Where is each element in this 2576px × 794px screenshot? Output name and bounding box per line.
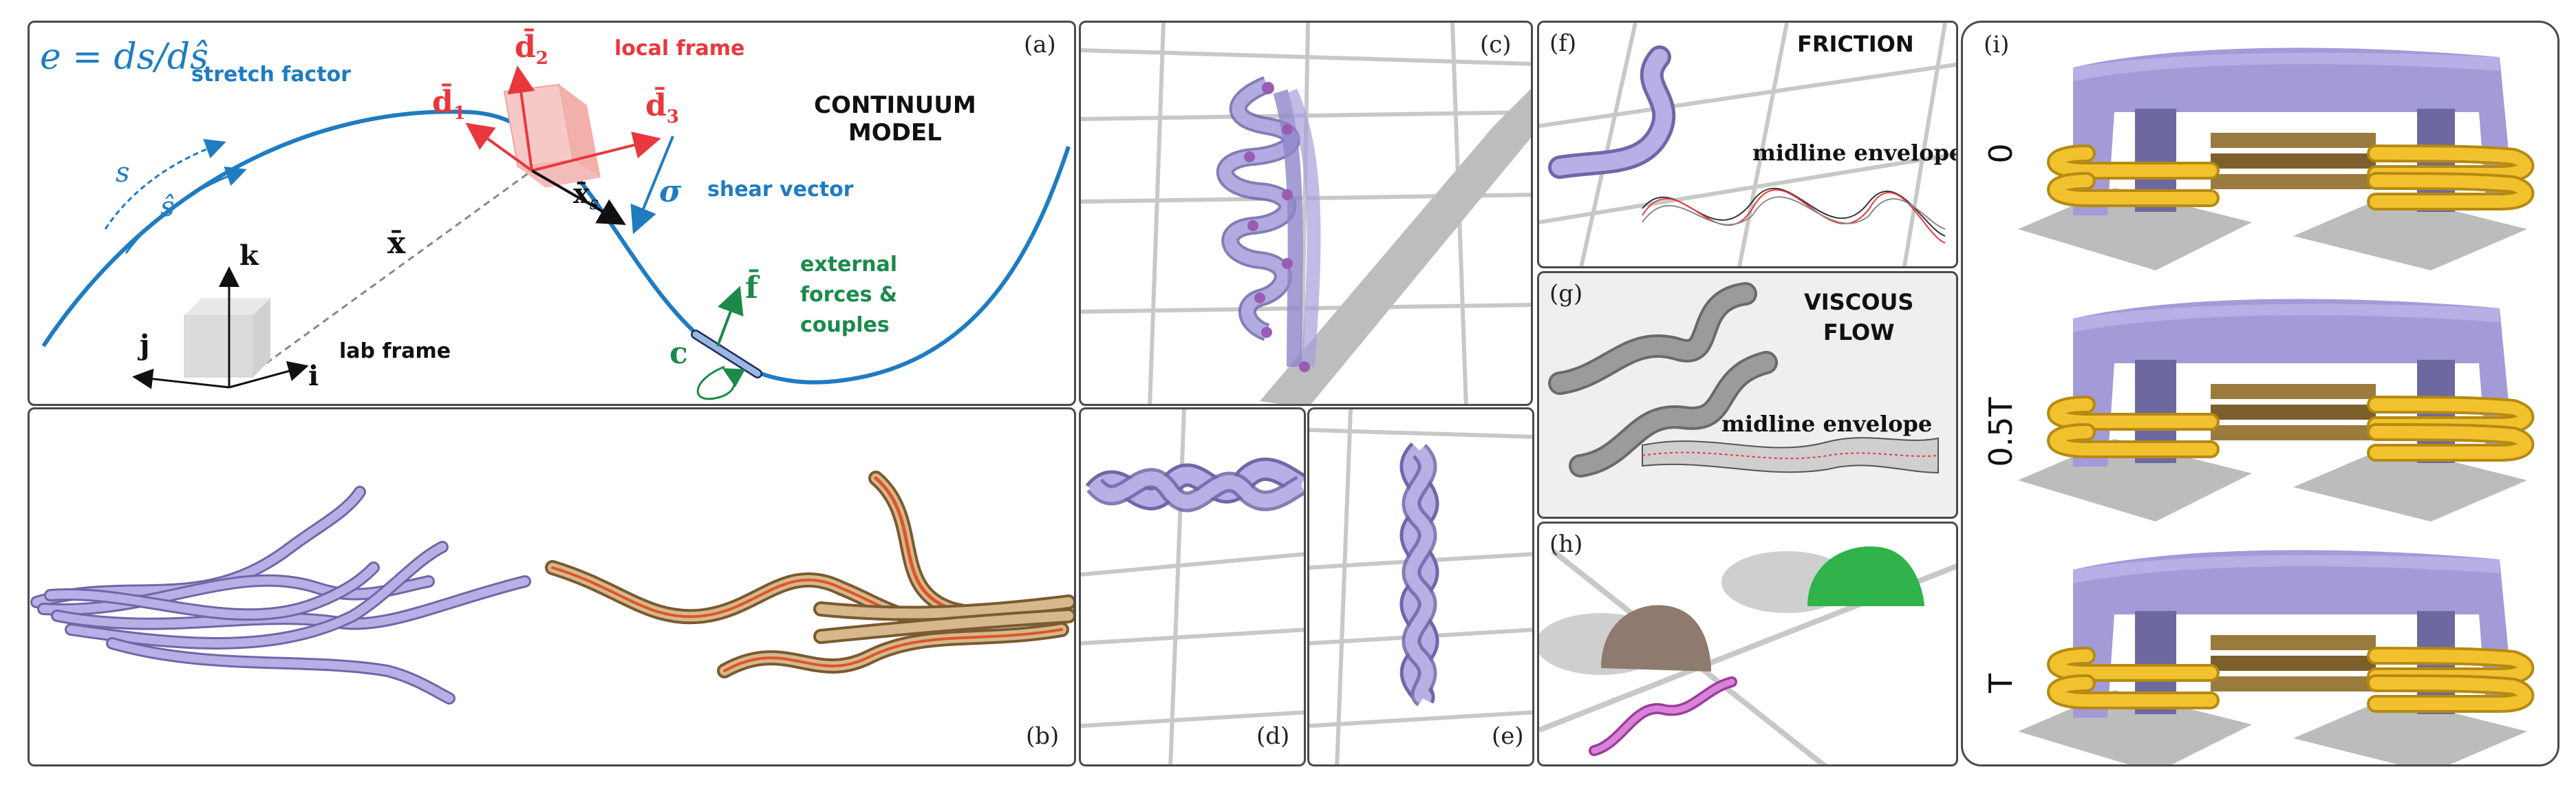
- gray-rods: [1548, 282, 1778, 478]
- panel-c-label: (c): [1480, 31, 1512, 58]
- force-element: [691, 330, 762, 378]
- reference-arc-length-arrow: [125, 166, 247, 254]
- helix-rod: [1216, 76, 1321, 367]
- shear-arrow: [630, 136, 674, 235]
- floor-grid: [1539, 23, 1956, 266]
- motor-snapshots-illustration: [1963, 23, 2559, 766]
- symbol-d1: d̄1: [432, 85, 466, 124]
- continuum-model-title: CONTINUUM MODEL: [814, 92, 976, 147]
- twisted-rod: [1085, 458, 1304, 513]
- stretch-equation: e = ds/dŝ: [40, 36, 208, 78]
- lab-frame-label: lab frame: [339, 339, 451, 363]
- panel-d: (d): [1079, 407, 1306, 766]
- panel-g-label: (g): [1549, 280, 1583, 308]
- position-vector: [256, 169, 533, 372]
- d2-arrow: [507, 65, 535, 171]
- panel-i: (i) 0 0.5T T: [1961, 21, 2559, 766]
- panel-h-label: (h): [1549, 530, 1583, 558]
- external-forces-label: external forces & couples: [800, 253, 898, 337]
- symbol-sigma: σ: [659, 174, 682, 209]
- symbol-k: k: [239, 239, 259, 272]
- panel-b-label: (b): [1026, 722, 1060, 750]
- motor-snapshot-half: [2018, 299, 2527, 522]
- symbol-f: f̄: [745, 270, 758, 305]
- d3-arrow: [531, 131, 661, 172]
- snake-rod: [1548, 45, 1676, 179]
- continuum-model-diagram: [41, 65, 1071, 400]
- symbol-s-hat: ŝ: [160, 191, 175, 223]
- plectoneme-vertical-illustration: [1309, 409, 1532, 764]
- viscous-envelope-label: midline envelope: [1721, 411, 1933, 437]
- panel-a-label: (a): [1024, 31, 1056, 58]
- midline-envelope: [1642, 187, 1946, 244]
- symbol-d2: d̄2: [515, 30, 548, 69]
- panel-h: (h): [1537, 522, 1958, 766]
- symbol-x: x̄: [387, 226, 406, 261]
- tangent-arrow: [531, 169, 626, 225]
- panel-f: FRICTION midline envelope (f): [1537, 21, 1958, 268]
- shadow: [1260, 89, 1531, 404]
- friction-envelope-label: midline envelope: [1752, 140, 1958, 166]
- rod-bundle-illustration: [30, 471, 1074, 705]
- twisted-rod: [1399, 442, 1439, 707]
- panel-a: e = ds/dŝ stretch factor local frame CON…: [28, 21, 1076, 406]
- d1-arrow: [465, 122, 533, 172]
- friction-title: FRICTION: [1797, 31, 1914, 57]
- panel-d-label: (d): [1256, 722, 1290, 750]
- panel-b: (b): [28, 407, 1076, 766]
- lavender-rods: [30, 486, 531, 705]
- symbol-s: s: [116, 157, 130, 189]
- brown-dome: [1601, 605, 1711, 672]
- symbol-j: j: [140, 329, 150, 361]
- panel-c: (c): [1079, 21, 1533, 406]
- viscous-flow-title: VISCOUS FLOW: [1804, 289, 1914, 345]
- symbol-xs: x̄s: [573, 178, 599, 214]
- symbol-c: c: [669, 336, 688, 371]
- lab-frame-cube: [184, 298, 270, 378]
- shear-vector-label: shear vector: [707, 178, 854, 202]
- obstacle-interaction-illustration: [1539, 546, 1956, 764]
- force-arrow: [716, 286, 744, 347]
- panel-e: (e): [1307, 407, 1534, 766]
- symbol-d3: d̄3: [645, 88, 679, 127]
- panel-e-label: (e): [1492, 722, 1524, 750]
- symbol-i: i: [308, 360, 319, 392]
- friction-illustration: [1539, 23, 1956, 266]
- local-frame-label: local frame: [614, 36, 745, 61]
- helix-markers: [1244, 82, 1310, 372]
- green-dome: [1807, 546, 1924, 606]
- motor-snapshot-0: [2018, 47, 2527, 270]
- stretch-factor-label: stretch factor: [191, 63, 352, 87]
- plectoneme-horizontal-illustration: [1081, 409, 1304, 764]
- panel-f-label: (f): [1549, 30, 1577, 57]
- rod-centerline: [41, 109, 1071, 385]
- helix-plectoneme-illustration: [1081, 23, 1531, 404]
- j-axis: [132, 368, 230, 389]
- local-frame-cube: [503, 83, 601, 188]
- tan-rods: [545, 471, 1074, 678]
- viscous-flow-illustration: [1548, 282, 1939, 478]
- panel-g: VISCOUS FLOW midline envelope (g): [1537, 271, 1958, 519]
- i-axis: [228, 361, 309, 389]
- midline-envelope: [1642, 437, 1939, 474]
- motor-snapshot-T: [2018, 550, 2527, 766]
- panel-i-label: (i): [1984, 31, 2010, 58]
- arc-length-arrow: [104, 138, 226, 230]
- couple-arrow: [696, 365, 746, 400]
